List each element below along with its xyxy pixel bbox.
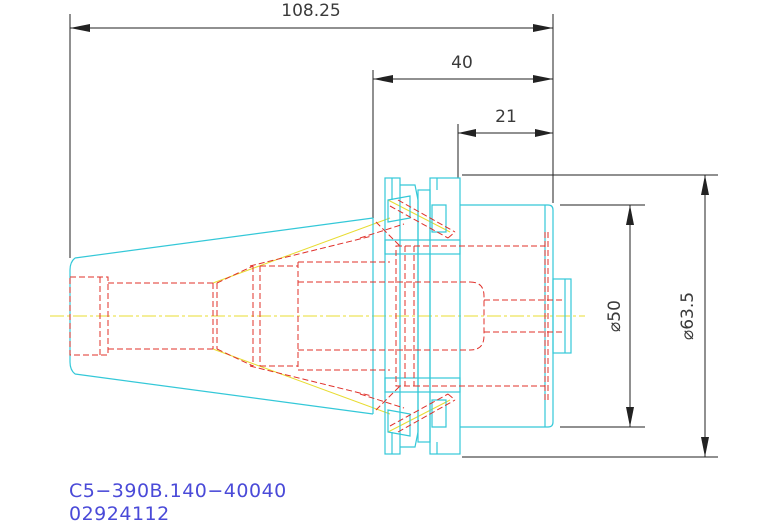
- dimension-overall-length: 108.25: [69, 1, 554, 258]
- flange-length-label: 40: [451, 53, 473, 73]
- inner-diameter-label: ⌀50: [605, 300, 625, 332]
- outer-diameter-label: ⌀63.5: [678, 292, 698, 340]
- dimension-flange-length: 40: [372, 53, 553, 230]
- dimension-shank-length: 21: [457, 107, 553, 178]
- dimension-inner-diameter: ⌀50: [560, 204, 645, 428]
- part-number: 02924112: [69, 503, 170, 525]
- yellow-construction-lines: [212, 199, 451, 433]
- holder-hidden-lines: [69, 199, 565, 433]
- shank-length-label: 21: [495, 107, 517, 127]
- dimension-outer-diameter: ⌀63.5: [462, 174, 718, 458]
- part-code: C5−390B.140−40040: [69, 480, 287, 502]
- overall-length-label: 108.25: [281, 1, 340, 21]
